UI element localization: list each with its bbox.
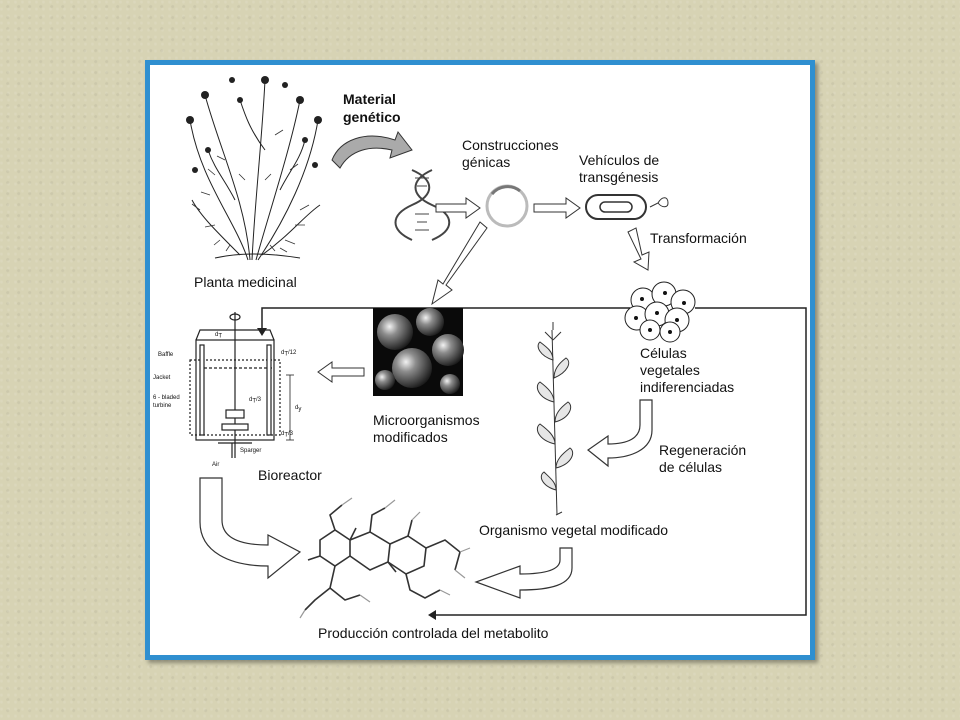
medicinal-plant-illustration (186, 76, 322, 261)
arrow-plasmid-to-microorganisms (431, 221, 488, 306)
turbine-label-1: 6 - bladed (153, 395, 180, 401)
label-vehiculos-1: Vehículos de (579, 152, 659, 168)
baffle-label: Baffle (158, 352, 174, 358)
label-planta: Planta medicinal (194, 274, 297, 290)
dim-3a-label: dT/3 (249, 397, 262, 405)
bioreactor-to-metabolite-arrow (199, 477, 302, 580)
organism-to-metabolite-arrow (474, 547, 573, 599)
air-label: Air (212, 462, 219, 468)
arrow-microorganisms-to-bioreactor (317, 361, 365, 383)
label-celulas-3: indiferenciadas (640, 379, 734, 395)
label-microorganismos-2: modificados (373, 429, 448, 445)
label-organismo: Organismo vegetal modificado (479, 522, 668, 538)
microorganisms-image (373, 308, 464, 396)
label-microorganismos-1: Microorganismos (373, 412, 480, 428)
plasmid-icon (485, 184, 529, 228)
dna-helix-icon (394, 169, 451, 241)
label-vehiculos-2: transgénesis (579, 169, 658, 185)
metabolite-molecule-icon (299, 497, 471, 619)
regeneration-arrow (586, 399, 653, 468)
material-arrow (331, 130, 413, 169)
label-bioreactor: Bioreactor (258, 467, 322, 483)
dim-3b-label: dT/3 (281, 431, 294, 439)
sparger-label: Sparger (240, 448, 261, 454)
label-material-1: Material (343, 91, 396, 107)
label-transformacion: Transformación (650, 230, 747, 246)
dim-top-label: dT (215, 332, 222, 340)
bioreactor-labels: Baffle Jacket 6 - bladed turbine Sparger… (153, 332, 301, 468)
transformation-arrow (627, 227, 650, 271)
label-celulas-1: Células (640, 345, 687, 361)
dim-12-label: dT/12 (281, 350, 297, 358)
modified-plant-illustration (536, 322, 574, 516)
transgenesis-vector-icon (585, 194, 669, 220)
label-celulas-2: vegetales (640, 362, 700, 378)
label-construcciones-2: génicas (462, 154, 510, 170)
bioreactor-diagram (189, 312, 294, 458)
label-produccion: Producción controlada del metabolito (318, 625, 549, 641)
label-material-2: genético (343, 109, 401, 125)
dim-side-label: dy (295, 405, 301, 413)
undifferentiated-cells-icon (624, 281, 696, 343)
diagram: Baffle Jacket 6 - bladed turbine Sparger… (153, 76, 807, 641)
label-construcciones-1: Construcciones (462, 137, 559, 153)
label-regeneracion-2: de células (659, 459, 722, 475)
cells-to-metabolite-line (436, 307, 807, 616)
arrow-dna-to-plasmid (435, 197, 481, 219)
cells-to-bioreactor-line (261, 307, 630, 330)
label-regeneracion-1: Regeneración (659, 442, 746, 458)
jacket-label: Jacket (153, 375, 171, 381)
turbine-label-2: turbine (153, 403, 172, 409)
arrow-plasmid-to-vector (533, 197, 581, 219)
slide-frame: Baffle Jacket 6 - bladed turbine Sparger… (145, 60, 815, 660)
